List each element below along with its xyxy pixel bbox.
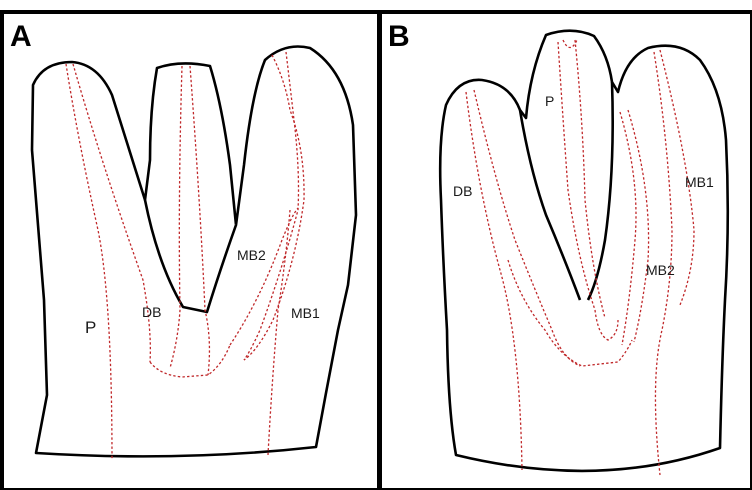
panel-a-root-label-mb2: MB2: [237, 247, 266, 263]
panel-a-root-label-p: P: [85, 318, 96, 337]
panel-a-label: A: [10, 20, 32, 53]
panel-b-root-label-db: DB: [453, 183, 472, 199]
panel-a: A P DB MB2 MB1: [2, 12, 379, 490]
panel-b-tooth-outline: [440, 31, 728, 471]
panel-b: B DB P MB1 MB2: [380, 12, 752, 490]
panel-b-label: B: [388, 20, 410, 53]
panel-b-root-label-p: P: [545, 93, 554, 109]
panel-b-root-label-mb1: MB1: [685, 174, 714, 190]
panel-a-root-label-db: DB: [142, 304, 161, 320]
panel-a-root-label-mb1: MB1: [291, 305, 320, 321]
panel-b-root-label-mb2: MB2: [646, 262, 675, 278]
